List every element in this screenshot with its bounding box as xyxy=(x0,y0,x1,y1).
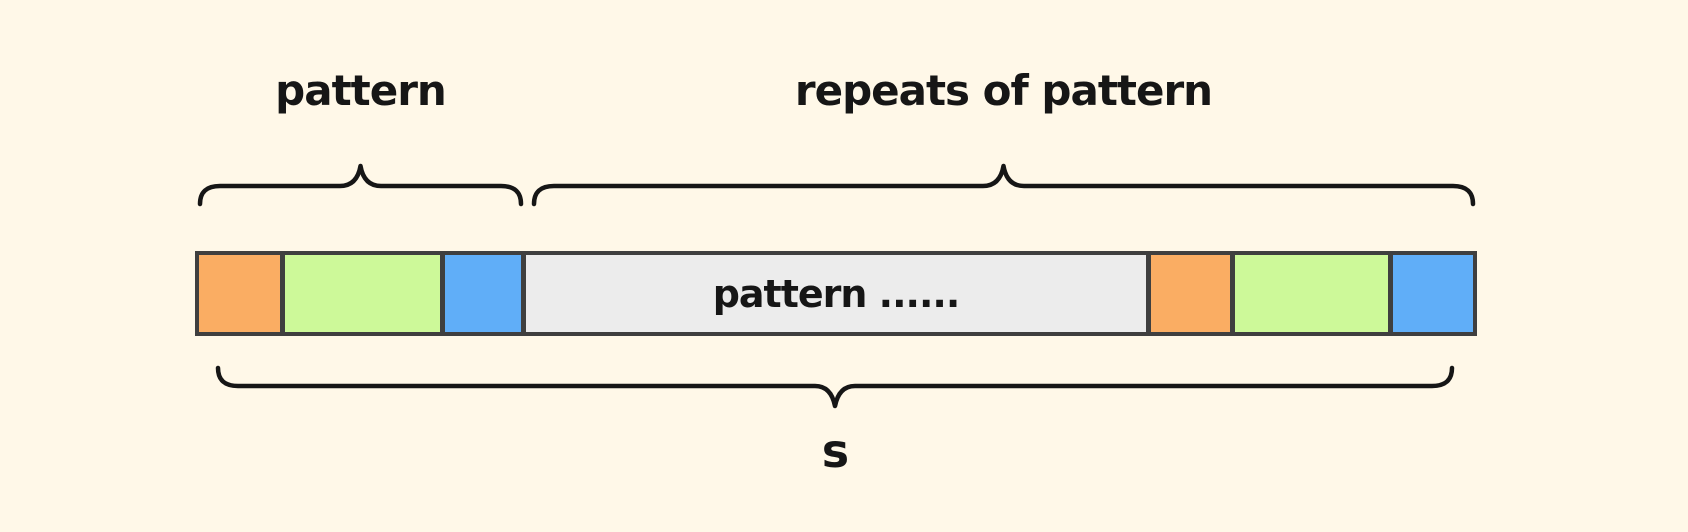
bar-segment-blue-2 xyxy=(1393,255,1473,332)
repeats-of-pattern-label: repeats of pattern xyxy=(794,66,1213,115)
string-bar: pattern ...... xyxy=(195,251,1477,336)
repeats-overbrace-icon xyxy=(531,163,1476,207)
pattern-overbrace-icon xyxy=(197,163,524,207)
bar-segment-orange-2 xyxy=(1150,255,1231,332)
s-label: s xyxy=(821,424,849,478)
bar-segment-orange-1 xyxy=(199,255,280,332)
pattern-label: pattern xyxy=(275,66,447,115)
bar-segment-blue-1 xyxy=(444,255,522,332)
s-underbrace-icon xyxy=(215,365,1455,409)
bar-segment-green-2 xyxy=(1235,255,1389,332)
bar-segment-green-1 xyxy=(284,255,440,332)
bar-segment-pattern-repeats: pattern ...... xyxy=(526,255,1146,332)
